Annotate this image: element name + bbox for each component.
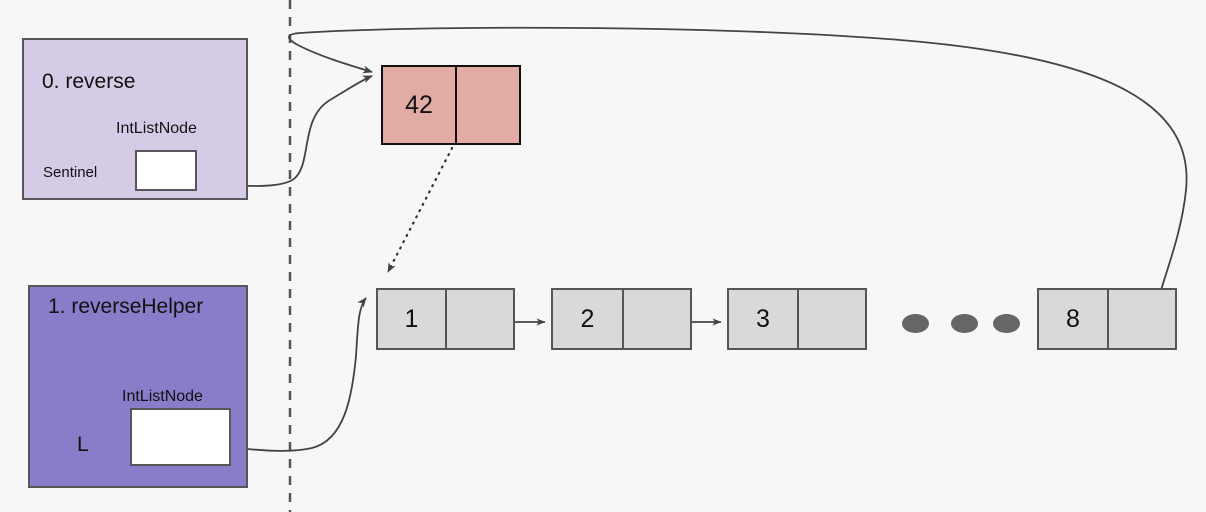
heap-node-42[interactable]: 42 [381, 65, 521, 145]
ellipsis-dot [902, 314, 929, 333]
heap-node-8-next [1109, 290, 1175, 348]
heap-node-8[interactable]: 8 [1037, 288, 1177, 350]
l-pointer-slot[interactable] [130, 408, 231, 466]
heap-node-8-value: 8 [1039, 290, 1109, 348]
heap-node-42-next [457, 67, 519, 143]
heap-node-1-next [447, 290, 513, 348]
heap-node-2[interactable]: 2 [551, 288, 692, 350]
stack-frame-reverse-type-label: IntListNode [116, 120, 197, 137]
heap-node-2-value: 2 [553, 290, 624, 348]
heap-node-2-next [624, 290, 690, 348]
heap-node-3-next [799, 290, 865, 348]
heap-node-1[interactable]: 1 [376, 288, 515, 350]
heap-node-3-value: 3 [729, 290, 799, 348]
sentinel-pointer-slot[interactable] [135, 150, 197, 191]
heap-node-1-value: 1 [378, 290, 447, 348]
ellipsis-dot [993, 314, 1020, 333]
stack-frame-reverse-helper-type-label: IntListNode [122, 388, 203, 405]
stack-frame-reverse-helper-title: 1. reverseHelper [48, 295, 204, 318]
ellipsis-dot [951, 314, 978, 333]
stack-frame-reverse-variable-label: Sentinel [43, 164, 98, 181]
heap-node-3[interactable]: 3 [727, 288, 867, 350]
stack-frame-reverse-title: 0. reverse [42, 70, 136, 93]
heap-node-42-value: 42 [383, 67, 457, 143]
stack-frame-reverse-helper-variable-label: L [77, 433, 89, 456]
